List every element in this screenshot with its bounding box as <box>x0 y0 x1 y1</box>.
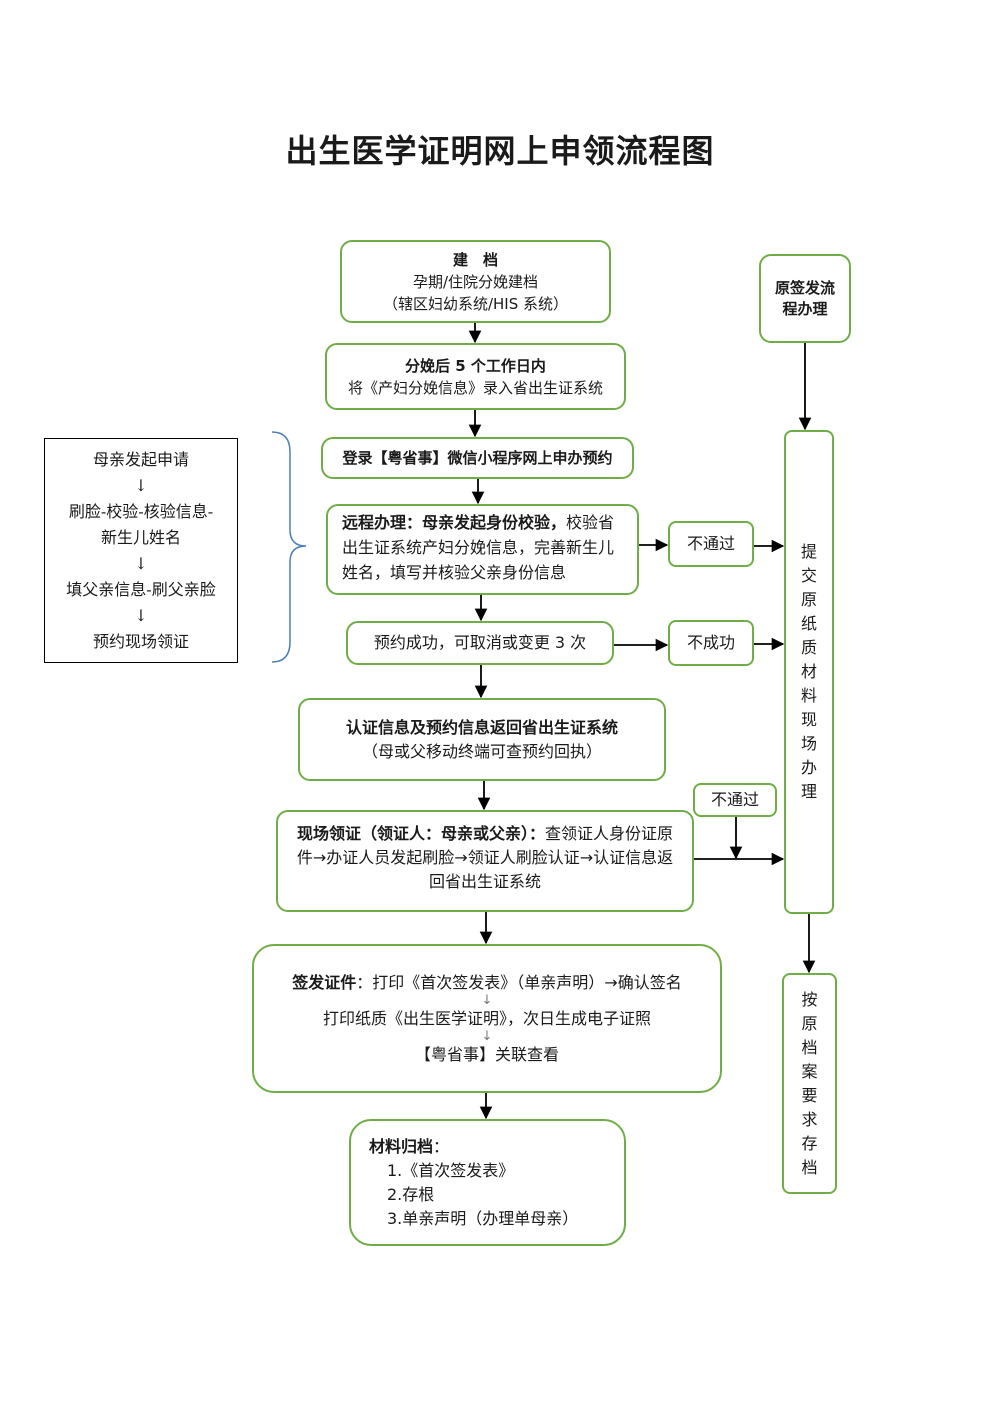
step-fenmian: 分娩后 5 个工作日内 将《产妇分娩信息》录入省出生证系统 <box>325 343 626 410</box>
step-detail: 将《产妇分娩信息》录入省出生证系统 <box>347 378 603 397</box>
step-line-1: 签发证件：打印《首次签发表》（单亲声明）→确认签名 <box>262 971 712 995</box>
step-title: 材料归档 <box>369 1136 434 1156</box>
step-qianfa: 签发证件：打印《首次签发表》（单亲声明）→确认签名 ↓ 打印纸质《出生医学证明》… <box>252 944 722 1093</box>
step-yuancheng: 远程办理：母亲发起身份校验，校验省出生证系统产妇分娩信息，完善新生儿姓名，填写并… <box>326 504 639 595</box>
step-yuyue: 预约成功，可取消或变更 3 次 <box>346 621 614 665</box>
step-renzheng: 认证信息及预约信息返回省出生证系统 （母或父移动终端可查预约回执） <box>298 698 666 781</box>
side-step-4: 预约现场领证 <box>92 631 189 651</box>
step-detail: 查领证人身份证原件→办证人员发起刷脸→领证人刷脸认证→认证信息返回省出生证系统 <box>296 824 674 891</box>
step-yuanqianfa: 原签发流程办理 <box>759 254 851 343</box>
step-tijiao: 提交原纸质材料现场办理 <box>784 430 834 914</box>
mother-application-steps-panel: 母亲发起申请 ↓ 刷脸-校验-核验信息- 新生儿姓名 ↓ 填父亲信息-刷父亲脸 … <box>44 438 238 663</box>
step-title: 提交原纸质材料现场办理 <box>800 542 817 801</box>
branch-label: 不成功 <box>686 633 735 652</box>
side-step-1: 母亲发起申请 <box>92 449 189 469</box>
step-detail: 校验省出生证系统产妇分娩信息，完善新生儿姓名，填写并核验父亲身份信息 <box>342 513 615 582</box>
title-colon: ： <box>433 1136 450 1156</box>
step-title: 预约成功，可取消或变更 3 次 <box>373 633 587 652</box>
archive-item-2: 2.存根 <box>387 1184 435 1204</box>
step-title: 原签发流程办理 <box>774 278 835 318</box>
step-detail: 孕期/住院分娩建档 <box>412 272 539 291</box>
step-title: 建 档 <box>452 250 498 269</box>
branch-butongguo-2: 不通过 <box>693 783 777 817</box>
side-step-3: 填父亲信息-刷父亲脸 <box>66 579 216 599</box>
down-arrow: ↓ <box>134 475 148 495</box>
branch-butongguo-1: 不通过 <box>668 521 754 567</box>
step-title: 认证信息及预约信息返回省出生证系统 <box>345 717 618 737</box>
down-arrow: ↓ <box>481 1028 493 1044</box>
page-title: 出生医学证明网上申领流程图 <box>285 132 715 170</box>
step-denglu: 登录【粤省事】微信小程序网上申办预约 <box>321 437 634 479</box>
branch-label: 不通过 <box>710 790 759 809</box>
step-detail: （辖区妇幼系统/HIS 系统） <box>382 294 569 313</box>
step-xianchang: 现场领证（领证人：母亲或父亲）：查领证人身份证原件→办证人员发起刷脸→领证人刷脸… <box>276 810 694 912</box>
archive-item-1: 1.《首次签发表》 <box>387 1160 515 1180</box>
step-title: 远程办理：母亲发起身份校验， <box>342 513 567 532</box>
down-arrow: ↓ <box>134 605 148 625</box>
side-step-2a: 刷脸-校验-核验信息- <box>68 501 214 521</box>
step-jiandang: 建 档 孕期/住院分娩建档 （辖区妇幼系统/HIS 系统） <box>340 240 611 323</box>
step-detail: （母或父移动终端可查预约回执） <box>361 741 602 761</box>
step-line-3: 【粤省事】关联查看 <box>414 1044 559 1064</box>
branch-label: 不通过 <box>686 534 735 553</box>
down-arrow: ↓ <box>134 553 148 573</box>
down-arrow: ↓ <box>481 992 493 1008</box>
side-step-2b: 新生儿姓名 <box>100 527 181 547</box>
step-title: 现场领证（领证人：母亲或父亲）： <box>296 824 545 843</box>
bracket-brace <box>271 431 307 663</box>
step-anyuandang: 按原档案要求存档 <box>782 973 837 1194</box>
step-line-2: 打印纸质《出生医学证明》，次日生成电子证照 <box>322 1008 651 1028</box>
archive-item-3: 3.单亲声明（办理单母亲） <box>387 1208 579 1228</box>
branch-buchenggong: 不成功 <box>668 620 754 666</box>
step-title: 签发证件 <box>292 972 357 992</box>
step-cailiao: 材料归档： 1.《首次签发表》 2.存根 3.单亲声明（办理单母亲） <box>349 1119 626 1246</box>
step-title: 按原档案要求存档 <box>801 989 818 1177</box>
step-title: 登录【粤省事】微信小程序网上申办预约 <box>342 449 613 467</box>
step-title: 分娩后 5 个工作日内 <box>405 356 546 375</box>
step-detail: ：打印《首次签发表》（单亲声明）→确认签名 <box>356 972 682 992</box>
